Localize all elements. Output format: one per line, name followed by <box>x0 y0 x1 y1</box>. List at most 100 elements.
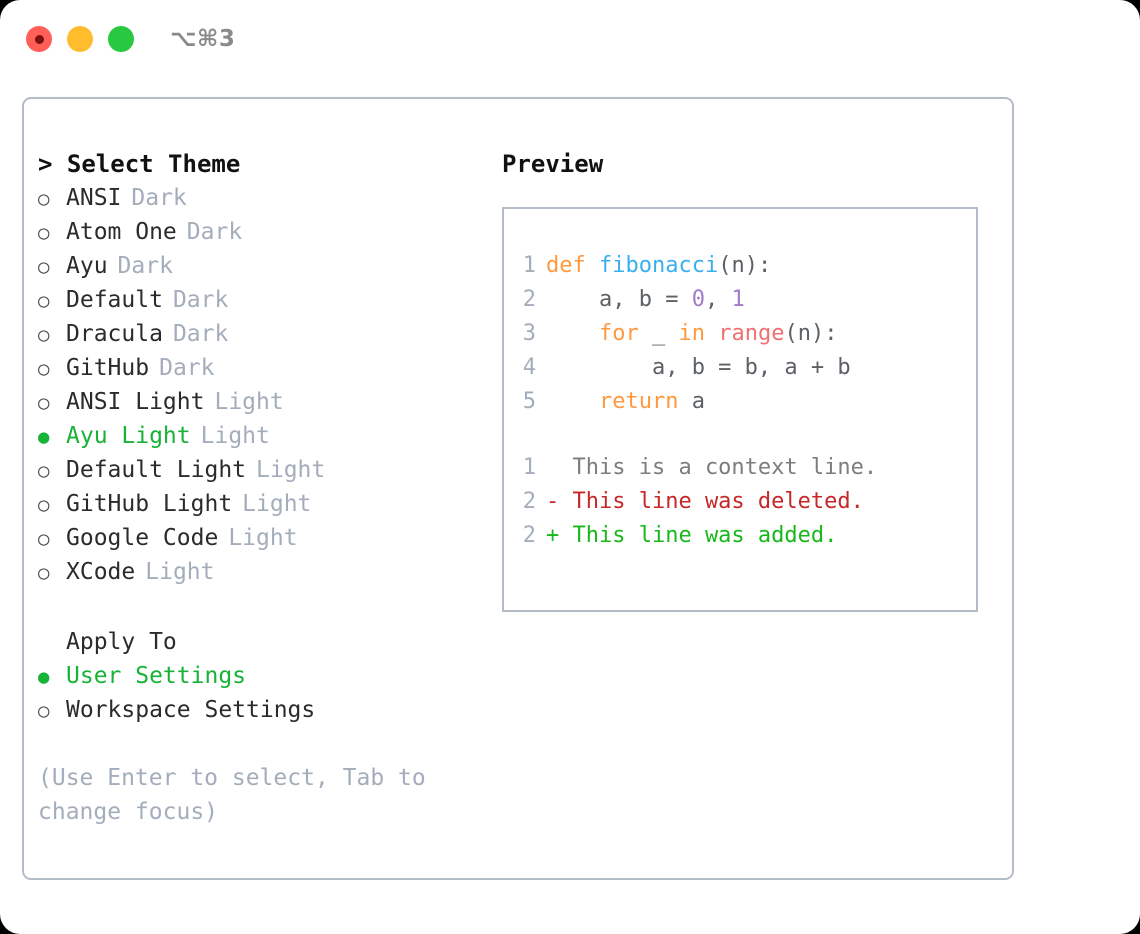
radio-selected-icon: ● <box>38 666 50 688</box>
radio-unselected-icon: ○ <box>38 324 50 346</box>
code-text: def fibonacci(n): <box>546 249 771 283</box>
code-token-pl <box>546 321 599 346</box>
diff-spacer <box>504 419 976 451</box>
radio-unselected-icon: ○ <box>38 528 50 550</box>
theme-variant-tag: Dark <box>159 355 215 381</box>
radio-unselected-icon: ○ <box>38 562 50 584</box>
apply-item-label: User Settings <box>66 663 247 689</box>
line-number: 1 <box>522 253 536 278</box>
code-token-kw: def <box>546 253 599 278</box>
code-token-kw: for <box>598 321 639 346</box>
code-text: a, b = b, a + b <box>546 351 851 385</box>
radio-unselected-icon: ○ <box>38 188 50 210</box>
title-bar: ⌥⌘3 <box>0 0 1140 78</box>
apply-item-user-settings[interactable]: ● User Settings <box>38 659 490 693</box>
code-line: 1 def fibonacci(n): <box>504 249 976 283</box>
theme-item-default[interactable]: ○ Default Dark <box>38 283 490 317</box>
theme-item-label: ANSI Light <box>66 389 205 415</box>
code-token-pl: (n): <box>784 321 838 346</box>
code-token-pl: a <box>678 389 705 414</box>
diff-line-add: 2 + This line was added. <box>504 519 976 553</box>
radio-unselected-icon: ○ <box>38 460 50 482</box>
theme-item-label: Default Light <box>66 457 247 483</box>
diff-line-del: 2 - This line was deleted. <box>504 485 976 519</box>
line-number: 3 <box>522 321 536 346</box>
code-line: 2 a, b = 0, 1 <box>504 283 976 317</box>
radio-unselected-icon: ○ <box>38 494 50 516</box>
code-token-kw: in <box>678 321 705 346</box>
theme-item-ansi-light[interactable]: ○ ANSI Light Light <box>38 385 490 419</box>
theme-variant-tag: Dark <box>186 219 243 245</box>
section-spacer <box>38 589 490 625</box>
maximize-button-icon[interactable] <box>108 26 134 52</box>
apply-item-workspace-settings[interactable]: ○ Workspace Settings <box>38 693 490 727</box>
theme-variant-tag: Light <box>214 389 284 415</box>
radio-unselected-icon: ○ <box>38 222 50 244</box>
code-line: 4 a, b = b, a + b <box>504 351 976 385</box>
minimize-button-icon[interactable] <box>67 26 93 52</box>
theme-item-label: ANSI <box>66 185 122 211</box>
line-number: 1 <box>522 455 536 480</box>
code-token-num: 1 <box>731 287 745 312</box>
code-text: for _ in range(n): <box>546 317 837 351</box>
theme-item-label: GitHub <box>66 355 150 381</box>
theme-item-label: Default <box>66 287 163 313</box>
theme-variant-tag: Dark <box>172 321 229 347</box>
window-controls <box>26 26 134 52</box>
radio-unselected-icon: ○ <box>38 700 50 722</box>
apply-item-label: Workspace Settings <box>66 697 316 723</box>
radio-selected-icon: ● <box>38 426 50 448</box>
theme-item-label: Google Code <box>66 525 219 551</box>
line-number: 2 <box>522 489 536 514</box>
radio-unselected-icon: ○ <box>38 358 50 380</box>
code-line: 3 for _ in range(n): <box>504 317 976 351</box>
diff-line-ctx: 1 This is a context line. <box>504 451 976 485</box>
code-line: 5 return a <box>504 385 976 419</box>
theme-variant-tag: Dark <box>172 287 229 313</box>
line-number: 2 <box>522 287 536 312</box>
select-theme-title: > Select Theme <box>38 150 241 178</box>
theme-item-label: GitHub Light <box>66 491 233 517</box>
diff-text: + This line was added. <box>546 523 838 548</box>
apply-to-list[interactable]: ● User Settings ○ Workspace Settings <box>38 659 490 727</box>
close-button-icon[interactable] <box>26 26 52 52</box>
theme-item-label: Ayu <box>66 253 108 279</box>
diff-sample: 1 This is a context line. 2 - This line wa… <box>504 451 976 553</box>
code-text: return a <box>546 385 705 419</box>
code-token-call: range <box>718 321 785 346</box>
code-token-kw: return <box>598 389 679 414</box>
help-hint-text: (Use Enter to select, Tab to change focu… <box>38 765 426 825</box>
theme-item-github[interactable]: ○ GitHub Dark <box>38 351 490 385</box>
theme-item-dracula[interactable]: ○ Dracula Dark <box>38 317 490 351</box>
theme-item-label: Dracula <box>66 321 163 347</box>
radio-unselected-icon: ○ <box>38 392 50 414</box>
apply-to-title: Apply To <box>66 629 177 655</box>
code-token-pl <box>546 389 599 414</box>
code-text: a, b = 0, 1 <box>546 283 745 317</box>
code-token-num: 0 <box>691 287 705 312</box>
line-number: 2 <box>522 523 536 548</box>
radio-unselected-icon: ○ <box>38 290 50 312</box>
diff-text: - This line was deleted. <box>546 489 864 514</box>
code-token-pl: a, b = b, a + b <box>546 355 851 380</box>
preview-title: Preview <box>502 150 604 178</box>
code-token-fn: fibonacci <box>598 253 719 278</box>
theme-variant-tag: Light <box>145 559 215 585</box>
record-indicator-icon <box>34 34 44 44</box>
keyboard-shortcut-label: ⌥⌘3 <box>170 26 236 52</box>
